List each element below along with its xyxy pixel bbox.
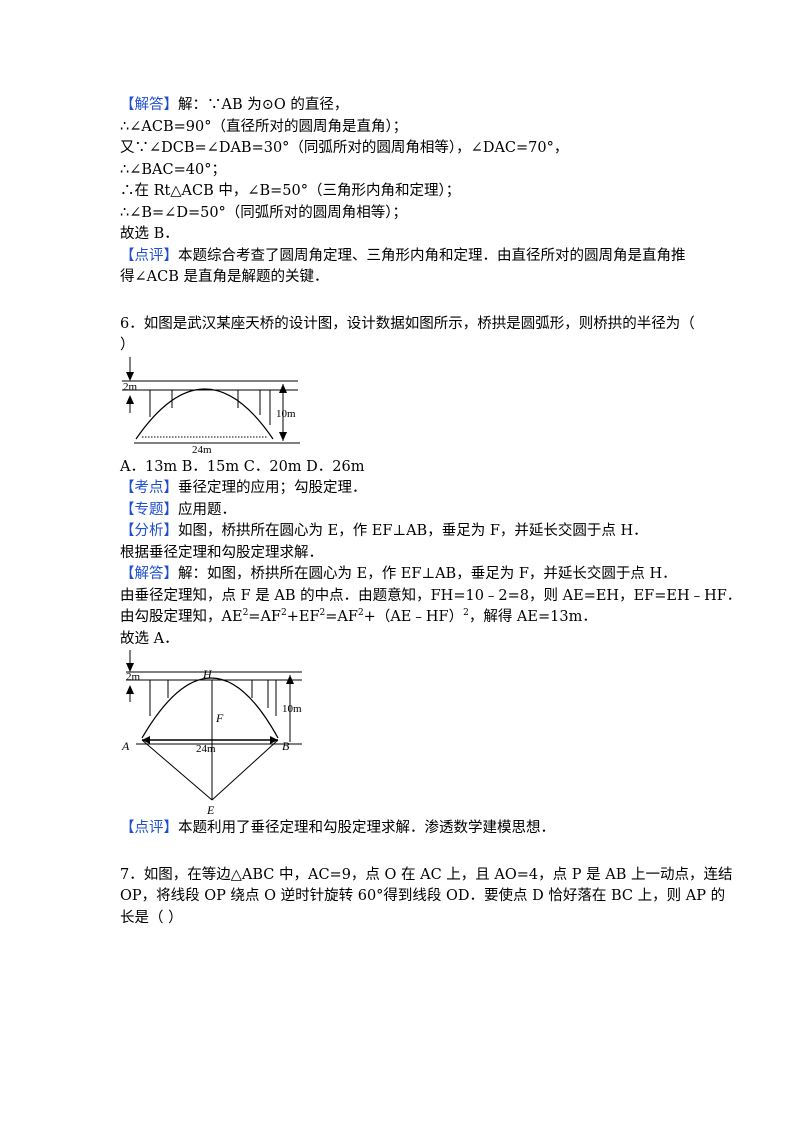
- q6-comment-tag: 【点评】: [120, 820, 178, 836]
- q6-fenxi-tag: 【分析】: [120, 523, 178, 539]
- q6-zhuanti-tag: 【专题】: [120, 501, 178, 518]
- q5-comment-line-1: 【点评】本题综合考查了圆周角定理、三角形内角和定理．由直径所对的圆周角是直角推: [120, 246, 700, 268]
- q5-solution-line-5: ∴在 Rt△ACB 中，∠B=50°（三角形内角和定理）；: [120, 183, 461, 199]
- q6-zhuanti: 【专题】应用题．: [120, 500, 700, 522]
- eq-part: ，解得 AE=13m．: [468, 609, 597, 625]
- label-10m: 10m: [282, 703, 302, 715]
- label-A: A: [121, 739, 130, 753]
- q5-solution-line-2: ∴∠ACB=90°（直径所对的圆周角是直角）；: [120, 118, 408, 135]
- eq-sup: 2: [463, 608, 469, 618]
- spacer: [120, 289, 700, 310]
- q6-fenxi-line-2: 根据垂径定理和勾股定理求解．: [120, 544, 323, 561]
- label-F: F: [215, 711, 224, 725]
- q6-kaodian-tag: 【考点】: [120, 480, 178, 496]
- q6-jieda-tag: 【解答】: [120, 566, 178, 582]
- q5-comment-text: 本题综合考查了圆周角定理、三角形内角和定理．由直径所对的圆周角是直角推: [178, 247, 686, 264]
- q6-jieda-line-1: 【解答】解：如图，桥拱所在圆心为 E，作 EF⊥AB，垂足为 F，并延长交圆于点…: [120, 564, 700, 586]
- label-24m: 24m: [196, 743, 216, 755]
- eq-part: 由勾股定理知，AE: [120, 609, 243, 625]
- q5-solution-tag: 【解答】: [120, 97, 178, 113]
- q6-jieda-text: 解：如图，桥拱所在圆心为 E，作 EF⊥AB，垂足为 F，并延长交圆于点 H．: [178, 566, 677, 582]
- page-content: 【解答】解：∵AB 为⊙O 的直径， ∴∠ACB=90°（直径所对的圆周角是直角…: [120, 95, 742, 929]
- q6-fenxi-line-1: 【分析】如图，桥拱所在圆心为 E，作 EF⊥AB，垂足为 F，并延长交圆于点 H…: [120, 521, 700, 543]
- label-24m: 24m: [192, 444, 212, 456]
- q5-comment-line-2: 得∠ACB 是直角是解题的关键．: [120, 269, 329, 285]
- q5-comment-tag: 【点评】: [120, 247, 178, 264]
- label-2m: 2m: [126, 671, 141, 683]
- q5-solution-line-6: ∴∠B=∠D=50°（同弧所对的圆周角相等）；: [120, 204, 408, 221]
- label-E: E: [206, 803, 215, 817]
- eq-part: =AF: [325, 609, 358, 625]
- q6-jieda-line-2: 由垂径定理知，点 F 是 AB 的中点．由题意知，FH=10﹣2=8，则 AE=…: [120, 587, 742, 604]
- q5-solution-text: 解：∵AB 为⊙O 的直径，: [178, 97, 349, 113]
- q6-zhuanti-text: 应用题．: [178, 501, 236, 518]
- bridge-figure-2: 2m H F A B 24m E 10m: [121, 650, 302, 817]
- q6-fenxi-text: 如图，桥拱所在圆心为 E，作 EF⊥AB，垂足为 F，并延长交圆于点 H．: [178, 523, 648, 539]
- spacer: [120, 840, 700, 861]
- q6-kaodian: 【考点】垂径定理的应用；勾股定理．: [120, 478, 700, 500]
- q6-comment-text: 本题利用了垂径定理和勾股定理求解．渗透数学建模思想．: [178, 820, 555, 836]
- bridge-figure-1: 2m 24m 10m: [122, 356, 300, 456]
- q5-solution-line-3: 又∵∠DCB=∠DAB=30°（同弧所对的圆周角相等），∠DAC=70°，: [120, 140, 569, 156]
- q7-line-1: 7．如图，在等边△ABC 中，AC=9，点 O 在 AC 上，且 AO=4，点 …: [120, 866, 733, 883]
- label-H: H: [202, 667, 213, 681]
- label-B: B: [282, 739, 290, 753]
- q6-jieda-line-3: 由勾股定理知，AE2=AF2+EF2=AF2+（AE﹣HF）2，解得 AE=13…: [120, 607, 700, 629]
- eq-part: +（AE﹣HF）: [363, 609, 464, 625]
- eq-part: +EF: [286, 609, 320, 625]
- q6-kaodian-text: 垂径定理的应用；勾股定理．: [178, 480, 367, 496]
- label-10m: 10m: [276, 408, 296, 420]
- q5-solution-line-4: ∴∠BAC=40°；: [120, 161, 226, 178]
- q6-question-line-1: 6．如图是武汉某座天桥的设计图，设计数据如图所示，桥拱是圆弧形，则桥拱的半径为（: [120, 315, 695, 332]
- q6-options: A．13m B．15m C．20m D．26m: [120, 458, 365, 475]
- eq-sup: 2: [280, 608, 287, 618]
- eq-sup: 2: [319, 608, 326, 618]
- q7-line-2: OP，将线段 OP 绕点 O 逆时针旋转 60°得到线段 OD．要使点 D 恰好…: [120, 888, 726, 904]
- label-2m: 2m: [123, 381, 138, 393]
- eq-sup: 2: [242, 608, 249, 618]
- q6-jieda-line-4: 故选 A．: [120, 630, 179, 647]
- eq-sup: 2: [357, 608, 364, 618]
- q7-line-3: 长是（ ）: [120, 909, 183, 926]
- q6-comment: 【点评】本题利用了垂径定理和勾股定理求解．渗透数学建模思想．: [120, 818, 700, 840]
- eq-part: =AF: [248, 609, 281, 625]
- q5-solution-line-1: 【解答】解：∵AB 为⊙O 的直径，: [120, 95, 700, 117]
- q6-question-line-2: ）: [120, 337, 135, 353]
- q5-solution-line-7: 故选 B．: [120, 226, 179, 242]
